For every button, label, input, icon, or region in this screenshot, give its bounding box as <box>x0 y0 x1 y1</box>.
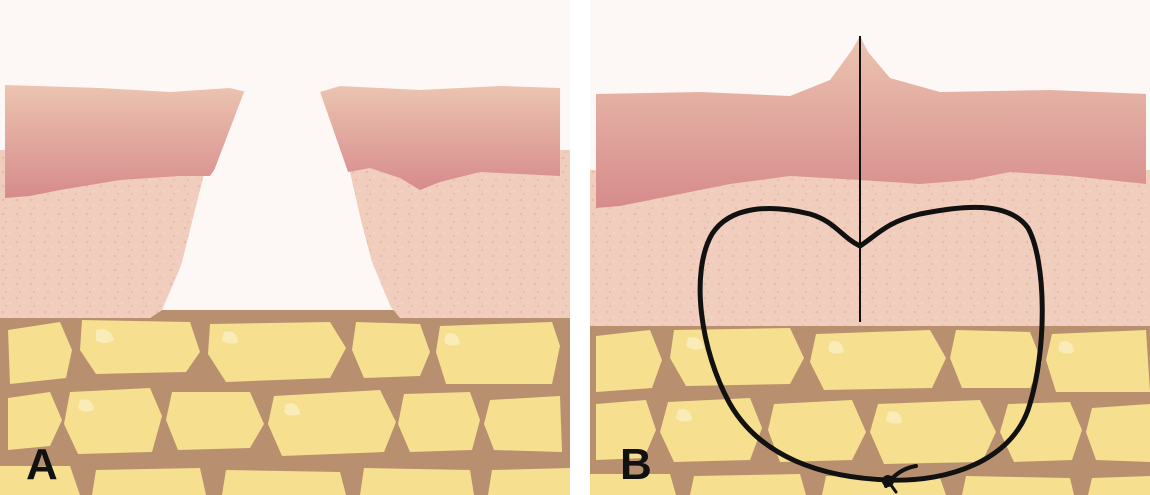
skin-suture-illustration <box>590 0 1150 495</box>
panel-label-b: B <box>620 443 652 487</box>
skin-wound-illustration <box>0 0 570 495</box>
panel-label-a: A <box>26 443 58 487</box>
panel-b-sutured-wound: B <box>590 0 1150 495</box>
panel-a-open-wound: A <box>0 0 570 495</box>
